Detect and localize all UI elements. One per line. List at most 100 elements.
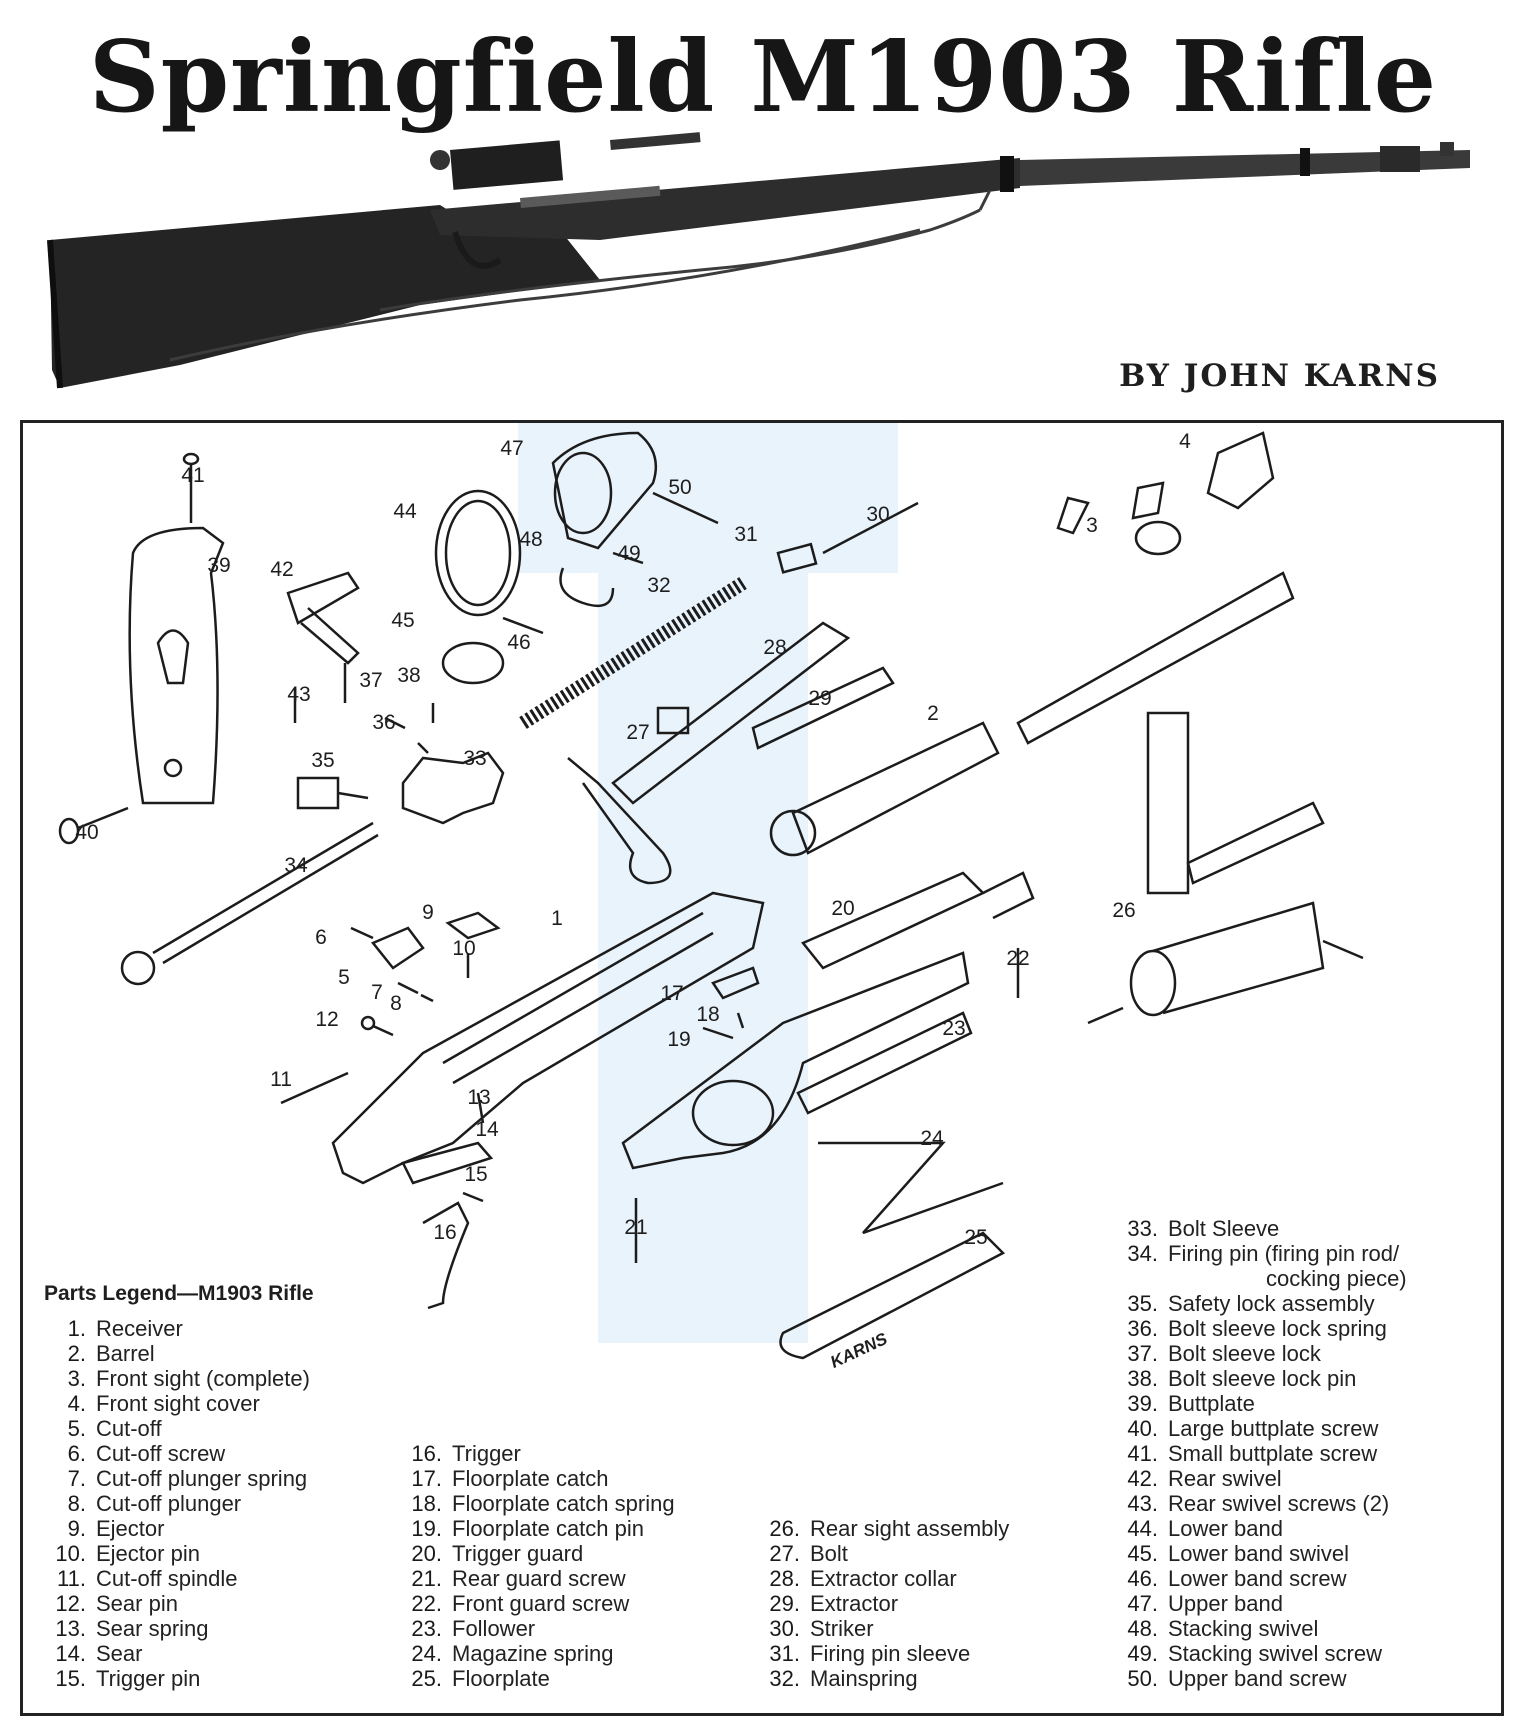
legend-item: 24.Magazine spring [411, 1641, 614, 1666]
callout-20: 20 [831, 897, 855, 920]
legend-item: 43.Rear swivel screws (2) [1127, 1491, 1390, 1516]
callout-28: 28 [763, 636, 787, 659]
legend-item-continuation: cocking piece) [1266, 1266, 1407, 1291]
callout-36: 36 [372, 711, 396, 734]
legend-title: Parts Legend—M1903 Rifle [44, 1282, 314, 1305]
callout-44: 44 [393, 500, 417, 523]
legend-item: 39.Buttplate [1127, 1391, 1255, 1416]
callout-7: 7 [371, 981, 383, 1004]
legend-item: 7.Cut-off plunger spring [67, 1466, 308, 1491]
legend-item: 19.Floorplate catch pin [411, 1516, 644, 1541]
legend-item: 48.Stacking swivel [1127, 1616, 1319, 1641]
legend-item: 42.Rear swivel [1127, 1466, 1282, 1491]
callout-5: 5 [338, 966, 350, 989]
callout-27: 27 [626, 721, 650, 744]
legend-column-1: 1.Receiver 2.Barrel 3.Front sight (compl… [44, 1316, 310, 1691]
legend-item: 31.Firing pin sleeve [769, 1641, 971, 1666]
callout-31: 31 [734, 523, 758, 546]
callout-17: 17 [660, 982, 684, 1005]
legend-item: 15.Trigger pin [55, 1666, 201, 1691]
callout-18: 18 [696, 1003, 720, 1026]
callout-43: 43 [287, 683, 311, 706]
legend-item: 3.Front sight (complete) [67, 1366, 310, 1391]
legend-item: 32.Mainspring [769, 1666, 918, 1691]
callout-3: 3 [1086, 514, 1098, 537]
legend-item: 5.Cut-off [67, 1416, 162, 1441]
callout-48: 48 [519, 528, 543, 551]
callout-6: 6 [315, 926, 327, 949]
callout-8: 8 [390, 992, 402, 1015]
legend-item: 47.Upper band [1127, 1591, 1283, 1616]
legend-item: 18.Floorplate catch spring [411, 1491, 675, 1516]
exploded-view-frame: 41 39 40 42 43 44 45 46 47 48 49 50 37 3… [20, 420, 1504, 1716]
legend-item: 8.Cut-off plunger [67, 1491, 242, 1516]
legend-item: 30.Striker [769, 1616, 874, 1641]
legend-item: 37.Bolt sleeve lock [1127, 1341, 1321, 1366]
callout-35: 35 [311, 749, 335, 772]
legend-item: 26.Rear sight assembly [769, 1516, 1010, 1541]
callout-4: 4 [1179, 430, 1191, 453]
legend-item: 11.Cut-off spindle [57, 1566, 238, 1591]
legend-item: 17.Floorplate catch [411, 1466, 609, 1491]
callout-29: 29 [808, 687, 832, 710]
legend-item: 45.Lower band swivel [1127, 1541, 1349, 1566]
legend-item: 35.Safety lock assembly [1127, 1291, 1375, 1316]
legend-item: 10.Ejector pin [55, 1541, 200, 1566]
legend-item: 36.Bolt sleeve lock spring [1127, 1316, 1387, 1341]
legend-item: 6.Cut-off screw [67, 1441, 226, 1466]
legend-item: 44.Lower band [1127, 1516, 1283, 1541]
legend-item: 41.Small buttplate screw [1127, 1441, 1378, 1466]
callout-22: 22 [1006, 947, 1030, 970]
callout-40: 40 [75, 821, 99, 844]
rifle-illustration [47, 132, 1470, 389]
legend-item: 38.Bolt sleeve lock pin [1127, 1366, 1357, 1391]
legend-item: 21.Rear guard screw [411, 1566, 626, 1591]
legend-item: 33.Bolt Sleeve [1127, 1216, 1280, 1241]
callout-41: 41 [181, 464, 205, 487]
legend-item: 23.Follower [411, 1616, 536, 1641]
callout-1: 1 [551, 907, 563, 930]
callout-45: 45 [391, 609, 415, 632]
callout-42: 42 [270, 558, 294, 581]
callout-13: 13 [467, 1086, 491, 1109]
legend-item: 9.Ejector [67, 1516, 165, 1541]
callout-15: 15 [464, 1163, 488, 1186]
legend-item: 16.Trigger [411, 1441, 521, 1466]
legend-item: 28.Extractor collar [769, 1566, 957, 1591]
legend-column-4: 33.Bolt Sleeve 34.Firing pin (firing pin… [1116, 1216, 1407, 1691]
callout-38: 38 [397, 664, 421, 687]
callout-21: 21 [624, 1216, 648, 1239]
callout-50: 50 [668, 476, 692, 499]
legend-item: 27.Bolt [769, 1541, 848, 1566]
callout-23: 23 [942, 1017, 966, 1040]
callout-25: 25 [964, 1226, 988, 1249]
callout-37: 37 [359, 669, 383, 692]
callout-14: 14 [475, 1118, 499, 1141]
legend-column-3: 26.Rear sight assembly 27.Bolt 28.Extrac… [758, 1516, 1009, 1691]
legend-item: 34.Firing pin (firing pin rod/ [1127, 1241, 1400, 1266]
callout-11: 11 [270, 1068, 292, 1091]
legend-item: 46.Lower band screw [1127, 1566, 1347, 1591]
callout-26: 26 [1112, 899, 1136, 922]
callout-24: 24 [920, 1127, 944, 1150]
legend-item: 12.Sear pin [55, 1591, 178, 1616]
callout-19: 19 [667, 1028, 691, 1051]
callout-47: 47 [500, 437, 524, 460]
legend-item: 25.Floorplate [411, 1666, 550, 1691]
callout-9: 9 [422, 901, 434, 924]
legend-item: 4.Front sight cover [67, 1391, 260, 1416]
callout-16: 16 [433, 1221, 457, 1244]
legend-column-2: 16.Trigger 17.Floorplate catch 18.Floorp… [400, 1441, 675, 1691]
callout-33: 33 [463, 747, 487, 770]
callout-49: 49 [617, 542, 641, 565]
callout-32: 32 [647, 574, 671, 597]
legend-item: 13.Sear spring [55, 1616, 209, 1641]
callout-39: 39 [207, 554, 231, 577]
author-byline: BY JOHN KARNS [1119, 358, 1440, 394]
callout-46: 46 [507, 631, 531, 654]
legend-item: 50.Upper band screw [1127, 1666, 1347, 1691]
legend-item: 2.Barrel [67, 1341, 155, 1366]
callout-30: 30 [866, 503, 890, 526]
legend-item: 1.Receiver [67, 1316, 183, 1341]
legend-item: 20.Trigger guard [411, 1541, 584, 1566]
